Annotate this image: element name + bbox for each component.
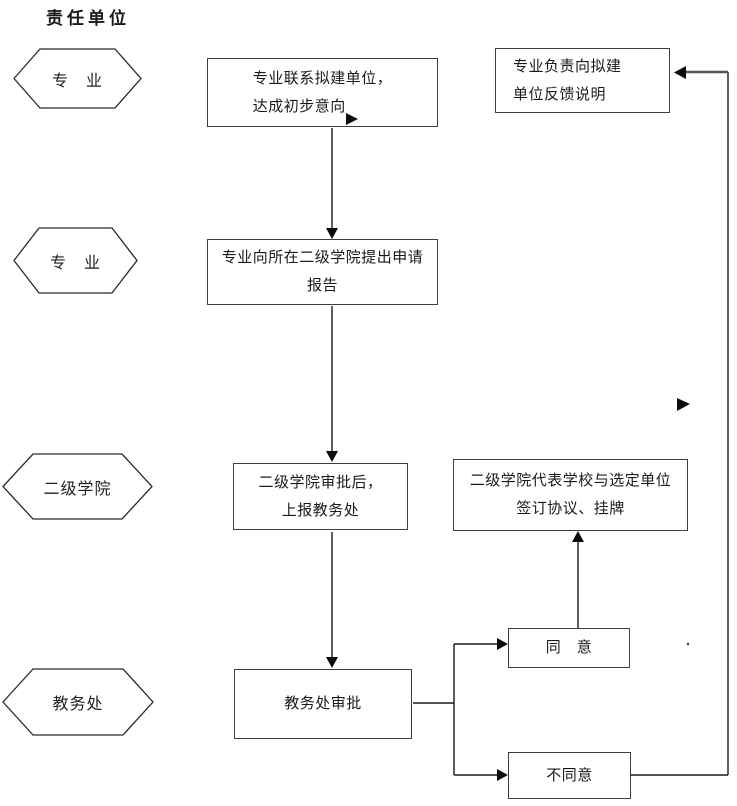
flow-node-line: 达成初步意向 <box>252 97 346 115</box>
flow-node-line: 二级学院代表学校与选定单位 <box>469 472 672 489</box>
flow-node-disagree: 不同意 <box>508 752 631 799</box>
flow-node-college-review: 二级学院审批后， 上报教务处 <box>233 463 408 530</box>
flow-node-agree: 同 意 <box>508 628 630 668</box>
lane-hexagon-major-1: 专 业 <box>13 48 142 109</box>
lane-label: 教务处 <box>52 696 104 713</box>
arrowhead-down-icon <box>326 657 338 668</box>
flow-node-line: 不同意 <box>546 766 593 784</box>
stray-right-arrowhead-icon <box>677 398 690 411</box>
arrowhead-left-icon <box>674 66 686 79</box>
flow-node-line: 签订协议、挂牌 <box>516 500 625 517</box>
flow-node-line: 专业负责向拟建 <box>513 57 622 75</box>
flow-node-line: 专业联系拟建单位， <box>252 69 393 87</box>
flow-node-contact: 专业联系拟建单位， 达成初步意向 <box>207 58 438 127</box>
flow-node-line: 同 意 <box>545 639 593 656</box>
lane-hexagon-major-2: 专 业 <box>13 227 138 294</box>
flow-node-line: 上报教务处 <box>281 501 360 519</box>
lane-hexagon-office: 教务处 <box>2 668 154 736</box>
flow-node-line: 报告 <box>306 277 338 294</box>
hexagon-shape <box>2 453 153 520</box>
flow-node-sign-agreement: 二级学院代表学校与选定单位 签订协议、挂牌 <box>453 459 688 531</box>
lane-label: 专 业 <box>51 72 103 90</box>
flow-node-apply: 专业向所在二级学院提出申请 报告 <box>207 239 438 305</box>
hexagon-shape <box>2 668 154 736</box>
arrowhead-up-icon <box>572 531 584 542</box>
flow-node-line: 单位反馈说明 <box>513 85 607 103</box>
arrowhead-down-icon <box>326 451 338 462</box>
stray-dot <box>686 642 690 646</box>
flow-node-office-review: 教务处审批 <box>234 669 412 739</box>
flow-node-line: 专业向所在二级学院提出申请 <box>221 249 424 266</box>
lane-hexagon-college: 二级学院 <box>2 453 153 520</box>
lane-label: 二级学院 <box>43 480 112 498</box>
arrowhead-down-icon <box>326 228 338 239</box>
page-title: 责任单位 <box>46 9 130 28</box>
hexagon-shape <box>13 227 138 294</box>
arrowhead-right-icon <box>497 638 508 650</box>
arrowhead-right-icon <box>497 769 508 781</box>
flow-node-line: 教务处审批 <box>284 695 362 712</box>
lane-label: 专 业 <box>49 254 101 272</box>
hexagon-shape <box>13 48 142 109</box>
flow-node-feedback: 专业负责向拟建 单位反馈说明 <box>495 48 670 113</box>
flow-node-line: 二级学院审批后， <box>258 473 383 491</box>
